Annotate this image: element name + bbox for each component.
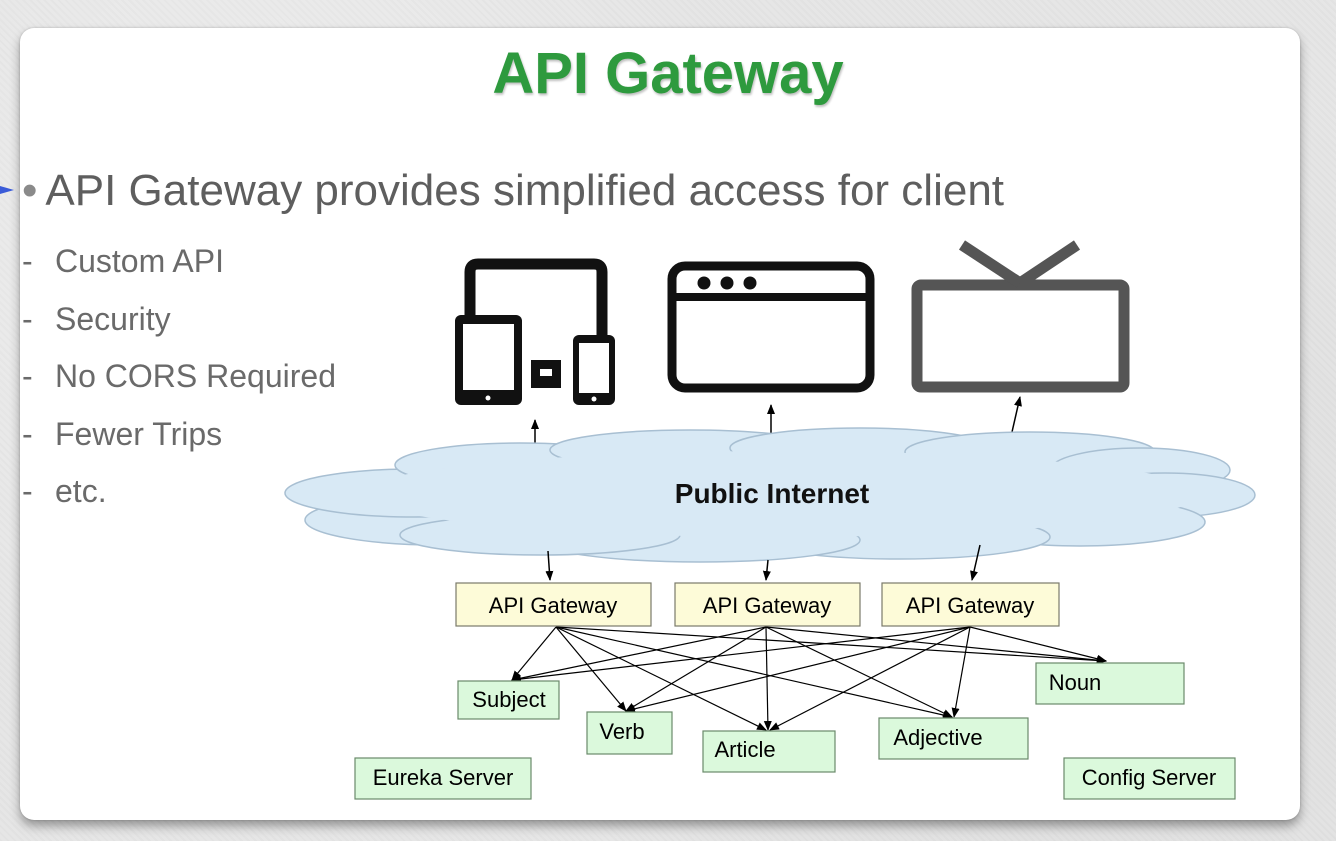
cloud-label: Public Internet bbox=[675, 478, 869, 509]
service-box-noun: Noun bbox=[1035, 662, 1185, 705]
svg-text:API Gateway: API Gateway bbox=[906, 593, 1034, 618]
gateway-box: API Gateway bbox=[674, 582, 861, 627]
pointer-arrow-icon bbox=[0, 186, 14, 194]
main-bullet-text: API Gateway provides simplified access f… bbox=[45, 166, 1005, 215]
main-bullet: •API Gateway provides simplified access … bbox=[22, 166, 1004, 216]
svg-text:API Gateway: API Gateway bbox=[703, 593, 831, 618]
eureka-server-box: Eureka Server bbox=[354, 757, 532, 800]
service-box-article: Article bbox=[702, 730, 836, 773]
sub-bullet: -Custom API bbox=[22, 243, 224, 279]
bullet-dot-icon: • bbox=[22, 166, 38, 215]
service-box-verb: Verb bbox=[586, 711, 673, 755]
cloud-to-client-arrows bbox=[531, 396, 1022, 446]
sub-bullet: -etc. bbox=[22, 473, 107, 509]
sub-bullet: -Security bbox=[22, 300, 171, 337]
tv-icon bbox=[911, 240, 1130, 393]
gateway-to-service-arrows bbox=[511, 626, 1107, 731]
devices-icon bbox=[455, 258, 615, 405]
svg-text:Subject: Subject bbox=[472, 687, 545, 712]
slide-title: API Gateway bbox=[492, 41, 844, 106]
sub-bullet: -No CORS Required bbox=[22, 358, 336, 394]
gateway-box: API Gateway bbox=[881, 582, 1060, 627]
gateway-box: API Gateway bbox=[455, 582, 652, 627]
svg-text:Adjective: Adjective bbox=[893, 725, 982, 750]
svg-text:Verb: Verb bbox=[599, 719, 644, 744]
sub-bullet-list: -Custom API -Security -No CORS Required … bbox=[22, 243, 336, 531]
svg-text:Article: Article bbox=[714, 737, 775, 762]
svg-text:API Gateway: API Gateway bbox=[489, 593, 617, 618]
sub-bullet: -Fewer Trips bbox=[22, 415, 223, 452]
browser-window-icon bbox=[667, 261, 875, 393]
service-box-subject: Subject bbox=[457, 680, 560, 720]
cloud-to-gateway-arrows bbox=[545, 544, 981, 581]
svg-text:Eureka Server: Eureka Server bbox=[373, 765, 514, 790]
svg-text:Config Server: Config Server bbox=[1082, 765, 1217, 790]
service-box-adjective: Adjective bbox=[878, 717, 1029, 760]
svg-text:Noun: Noun bbox=[1049, 670, 1102, 695]
config-server-box: Config Server bbox=[1063, 757, 1236, 800]
